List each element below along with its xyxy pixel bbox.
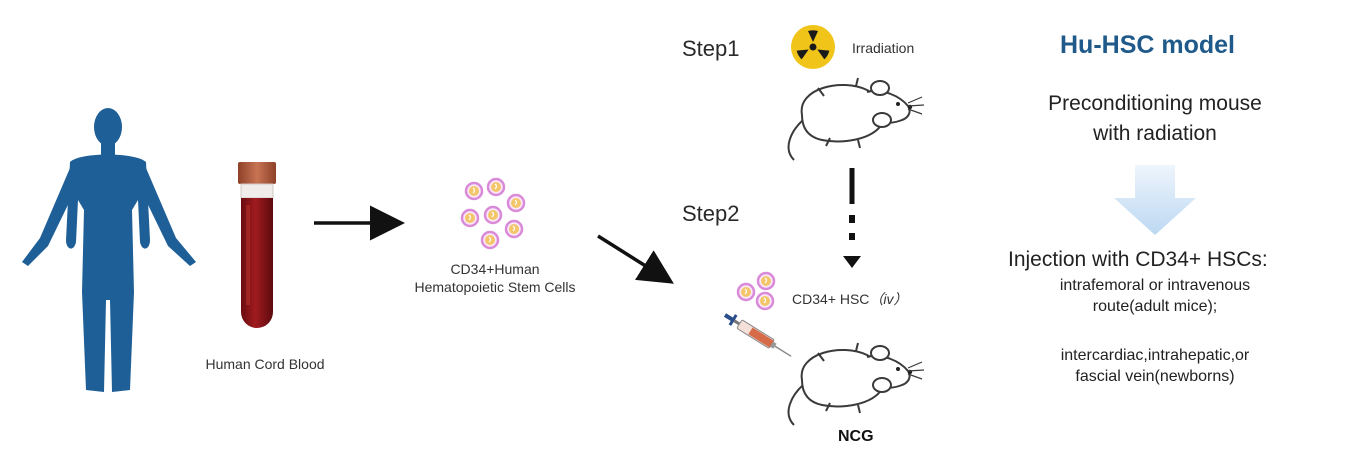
hsc-label-text: CD34+ HSC — [792, 291, 870, 307]
hsc-route-text: （iv） — [869, 291, 908, 307]
dashed-arrow-down — [843, 168, 861, 268]
injection-heading: Injection with CD34+ HSCs: — [1008, 248, 1268, 271]
irradiation-label: Irradiation — [852, 40, 915, 56]
blood-tube-icon — [238, 162, 276, 328]
adult-route-line1: intrafemoral or intravenous — [1059, 277, 1251, 294]
cells-label-line2: Hematopoietic Stem Cells — [414, 279, 576, 295]
cells-label-line1: CD34+Human — [450, 261, 540, 277]
syringe-icon — [723, 313, 792, 357]
mouse-irradiated-icon — [787, 77, 925, 161]
stem-cell-cluster-icon — [460, 177, 526, 250]
mouse-ncg-icon — [787, 342, 925, 426]
hsc-label: CD34+ HSC（iv） — [792, 289, 908, 309]
radiation-icon — [791, 25, 835, 69]
adult-route-line2: route(adult mice); — [1092, 298, 1218, 315]
hsc-cell-icon — [736, 271, 776, 311]
blood-label: Human Cord Blood — [205, 356, 325, 372]
precondition-line1: Preconditioning mouse — [1048, 92, 1262, 115]
step2-label: Step2 — [682, 201, 740, 226]
newborn-route-line1: intercardiac,intrahepatic,or — [1060, 347, 1250, 364]
precondition-line2: with radiation — [1093, 122, 1217, 145]
model-title: Hu-HSC model — [1060, 31, 1235, 59]
newborn-route-line2: fascial vein(newborns) — [1075, 368, 1235, 385]
ncg-label: NCG — [838, 428, 874, 445]
human-silhouette-icon — [22, 108, 196, 392]
down-arrow-icon — [1114, 165, 1196, 235]
arrow-cells-to-mouse — [597, 234, 674, 284]
step1-label: Step1 — [682, 36, 740, 61]
